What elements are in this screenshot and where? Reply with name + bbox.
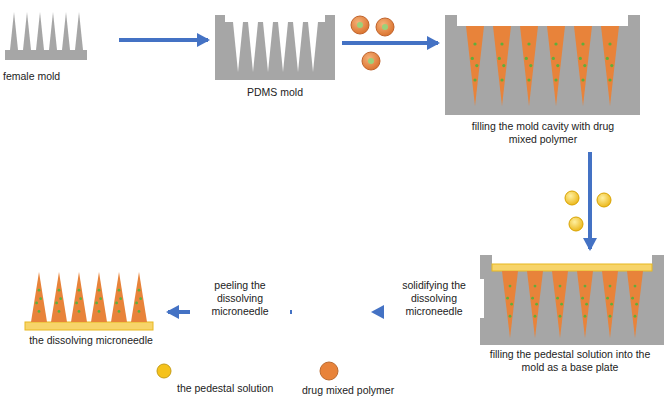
process-step: PDMS mold xyxy=(212,12,338,102)
pdms-mold xyxy=(215,15,335,80)
pedestal-mold xyxy=(480,255,664,345)
legend-label: drug mixed polymer xyxy=(302,384,394,397)
legend-swatch xyxy=(157,364,171,378)
process-step: filling the pedestal solution into the m… xyxy=(474,252,666,377)
process-step: filling the mold cavity with drug mixed … xyxy=(442,12,644,149)
legend-swatch xyxy=(320,362,338,380)
female-mold xyxy=(5,12,87,60)
process-arrow xyxy=(342,41,438,45)
step-caption: filling the pedestal solution into the m… xyxy=(477,348,663,374)
step-label: peeling the dissolving microneedle xyxy=(190,279,290,318)
dissolving-microneedle xyxy=(25,272,153,330)
legend-swatch xyxy=(155,362,173,380)
process-arrow xyxy=(588,152,592,249)
step-caption: the dissolving microneedle xyxy=(18,334,164,347)
step-caption: PDMS mold xyxy=(215,86,335,99)
process-arrow xyxy=(119,38,208,42)
filled-mold xyxy=(445,15,640,115)
step-label: solidifying the dissolving microneedle xyxy=(384,279,484,318)
legend-swatch xyxy=(318,360,340,382)
legend-label: the pedestal solution xyxy=(177,382,273,395)
process-step: the dissolving microneedle xyxy=(18,268,164,350)
step-caption: filling the mold cavity with drug mixed … xyxy=(458,120,628,146)
step-caption: female mold xyxy=(3,70,111,83)
process-step: female mold xyxy=(3,8,115,86)
